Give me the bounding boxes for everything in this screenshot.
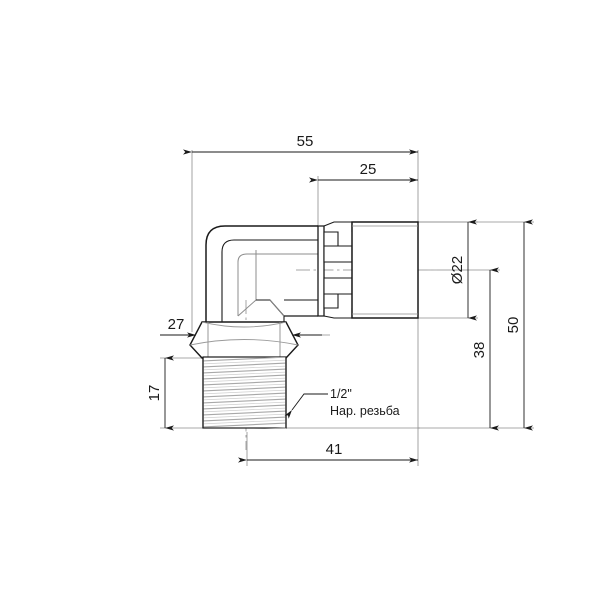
annotation-thread-size: 1/2" bbox=[330, 387, 352, 401]
dimension-sleeve-length: 25 bbox=[309, 161, 418, 183]
dimension-outer-diameter: Ø22 bbox=[449, 219, 477, 321]
elbow-front-fillet-edge bbox=[269, 299, 285, 317]
male-thread bbox=[202, 356, 287, 429]
annotation-thread-type: Нар. резьба bbox=[330, 404, 400, 418]
dimension-total-height: 50 bbox=[505, 219, 533, 431]
dimension-base-length: 41 bbox=[238, 441, 418, 463]
dimension-label-55: 55 bbox=[297, 133, 314, 150]
dimension-label-diameter22: Ø22 bbox=[449, 256, 466, 284]
thread-hatching-light bbox=[203, 359, 286, 425]
dimension-axis-height: 38 bbox=[471, 267, 499, 431]
dimension-label-38: 38 bbox=[471, 342, 488, 359]
elbow-middle-contour bbox=[221, 239, 318, 322]
thread-annotation: 1/2" Нар. резьба bbox=[284, 387, 400, 419]
annotation-leader-line bbox=[284, 393, 328, 419]
elbow-bore-contour bbox=[237, 253, 318, 316]
dimension-label-41: 41 bbox=[326, 441, 343, 458]
dimension-label-17: 17 bbox=[146, 385, 163, 402]
dimension-label-25: 25 bbox=[360, 161, 377, 178]
hex-nut-facet-lines bbox=[190, 322, 298, 358]
thread-hatching bbox=[203, 357, 286, 429]
dimension-label-50: 50 bbox=[505, 317, 522, 334]
press-sleeve bbox=[351, 221, 419, 319]
dimension-hex-width: 27 bbox=[160, 316, 322, 338]
dimension-thread-length: 17 bbox=[146, 355, 174, 431]
dimension-overall-length: 55 bbox=[183, 133, 418, 155]
hex-nut bbox=[189, 321, 299, 359]
dimension-label-27: 27 bbox=[168, 316, 185, 333]
elbow-outer-contour bbox=[205, 225, 318, 330]
press-shoulder-band bbox=[317, 225, 325, 317]
press-sleeve-outline bbox=[351, 221, 419, 319]
